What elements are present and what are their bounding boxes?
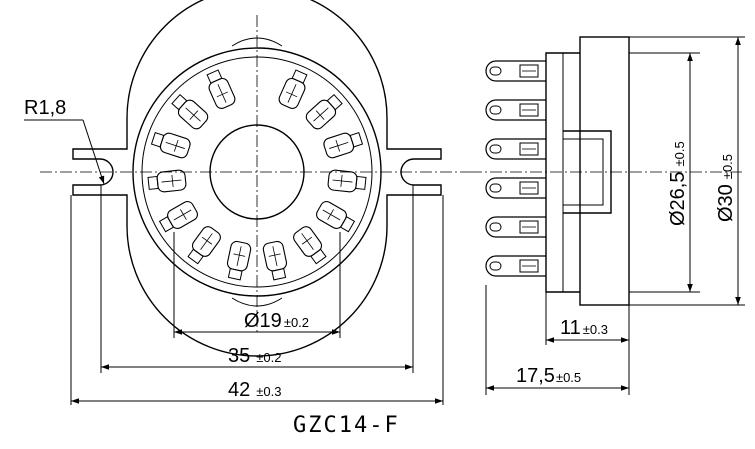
pin-contact: [327, 169, 367, 193]
side-body: [579, 36, 630, 306]
pin-contact: [206, 69, 236, 109]
pin-contact: [316, 200, 356, 233]
dim-11: 11±0.3: [560, 317, 608, 339]
side-bracket-inner: [563, 138, 604, 206]
dim-42: 42 ±0.3: [228, 379, 281, 401]
socket-body-inner: [141, 56, 373, 288]
pin-contact: [187, 226, 221, 265]
solder-lug: [485, 177, 546, 199]
pin-contact: [278, 69, 308, 109]
pin-contact: [150, 132, 191, 159]
dim-d265-value: Ø26,5: [667, 172, 689, 226]
dim-11-tol: ±0.3: [583, 322, 608, 337]
dim-d19-tol: ±0.2: [284, 315, 309, 330]
pin-contact: [226, 240, 252, 281]
dim-11-value: 11: [560, 317, 581, 339]
radius-leader: [82, 119, 105, 185]
bottom-key-notch: [231, 297, 283, 307]
dim-d30: Ø30 ±0.5: [715, 154, 737, 222]
pin-contact: [171, 93, 209, 130]
radius-label: R1,8: [24, 97, 66, 119]
dim-d19-value: Ø19: [244, 310, 282, 332]
pin-contact: [305, 93, 343, 130]
pin-contact: [158, 200, 198, 233]
solder-lug: [485, 60, 546, 82]
solder-lug: [485, 138, 546, 160]
dim-d19: Ø19±0.2: [244, 310, 309, 332]
mounting-flange: [72, 0, 442, 357]
pin-contact: [293, 226, 327, 265]
solder-lug: [485, 255, 546, 277]
top-key-notch: [231, 37, 283, 47]
pin-contact: [147, 169, 187, 193]
solder-lug: [485, 99, 546, 121]
dim-d265: Ø26,5 ±0.5: [667, 141, 689, 226]
dim-175: 17,5±0.5: [516, 365, 581, 387]
dim-42-value: 42: [228, 379, 250, 401]
dim-d30-value: Ø30: [715, 184, 737, 222]
side-view: Ø26,5±0.5 Ø30±0.5 11±0.3 17,5±0.5: [470, 36, 745, 395]
side-bracket-outer: [563, 130, 612, 214]
dim-35: 35 ±0.2: [228, 345, 281, 367]
dim-d265-tol: ±0.5: [672, 141, 687, 166]
pin-contact: [323, 132, 364, 159]
model-label: GZC14-F: [293, 413, 400, 438]
dim-42-tol: ±0.3: [256, 384, 281, 399]
dim-175-tol: ±0.5: [556, 370, 581, 385]
socket-body-outer: [132, 47, 382, 297]
dim-175-value: 17,5: [516, 365, 555, 387]
front-view: R1,8 Ø19±0.2 35±0.2 42±0.3 GZC14-F: [24, 0, 470, 438]
solder-lugs: [485, 60, 546, 277]
center-hole: [209, 124, 305, 220]
solder-lug: [485, 216, 546, 238]
pin-contacts: [147, 69, 367, 281]
dim-d30-tol: ±0.5: [720, 154, 735, 179]
dim-35-value: 35: [228, 345, 250, 367]
pin-contact: [262, 240, 288, 281]
dim-35-tol: ±0.2: [256, 350, 281, 365]
